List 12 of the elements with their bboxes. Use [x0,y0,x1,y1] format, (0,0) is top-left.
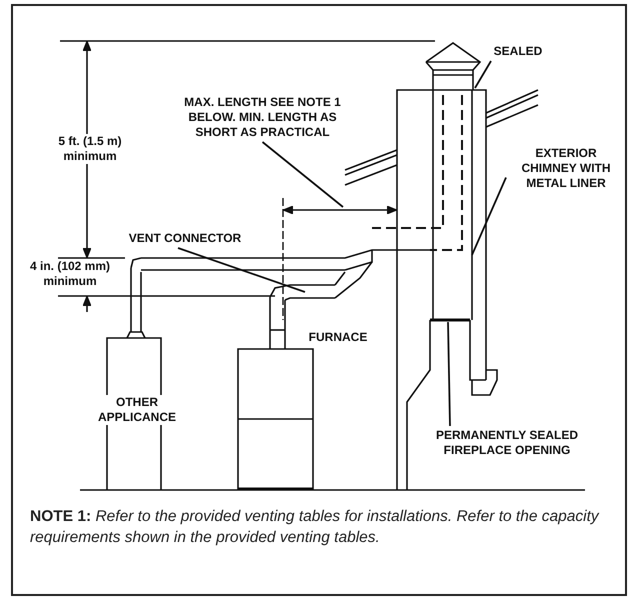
leader-line [262,141,344,208]
leader-line [474,60,492,88]
leader-line [178,247,306,293]
callout-label: EXTERIOR CHIMNEY WITH METAL LINER [508,146,624,191]
leader-line [447,322,451,426]
callout-label: SEALED [488,44,548,59]
part-label: FURNACE [308,330,368,345]
leader-line [471,177,507,256]
callout-label: VENT CONNECTOR [115,231,255,246]
callout-label: PERMANENTLY SEALED FIREPLACE OPENING [432,428,582,458]
callout-label: MAX. LENGTH SEE NOTE 1 BELOW. MIN. LENGTH AS SHORT AS PRACTICAL [180,95,345,140]
note-text: NOTE 1: Refer to the provided venting tables for installations. Refer to the capacity requirements shown in the provided venting tables. [30,507,600,548]
